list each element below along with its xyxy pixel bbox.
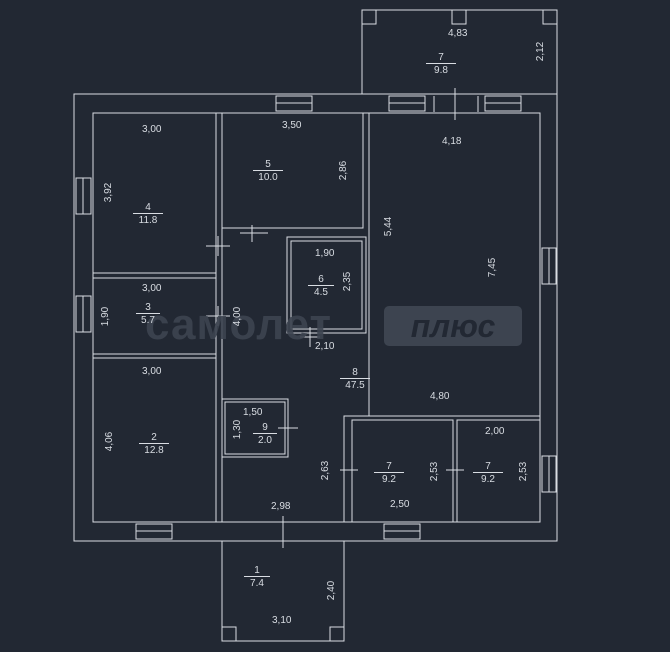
dimension-label: 2,53	[518, 461, 530, 482]
room-area: 9.2	[374, 472, 404, 485]
porch-post	[221, 626, 237, 642]
room-number: 4	[145, 202, 151, 213]
dimension-label: 3,00	[142, 366, 162, 377]
dimension-label: 2,35	[342, 271, 354, 292]
dimension-label: 2,50	[390, 499, 410, 510]
dimension-label: 4,80	[430, 391, 450, 402]
room-area: 11.8	[133, 213, 163, 226]
room-number: 7	[438, 52, 444, 63]
room-area: 10.0	[253, 170, 283, 183]
dimension-label: 4,00	[232, 306, 244, 327]
dimension-label: 1,90	[315, 248, 335, 259]
room-area: 12.8	[139, 443, 169, 456]
dimension-label: 1,90	[100, 306, 112, 327]
dimension-label: 3,92	[103, 182, 115, 203]
outer-wall-outer	[73, 93, 558, 542]
room-8-label: 8 47.5	[340, 367, 370, 391]
dimension-label: 3,00	[142, 124, 162, 135]
room-7b-label: 7 9.2	[374, 461, 404, 485]
terrace-top-outline	[361, 9, 558, 94]
porch-post	[329, 626, 345, 642]
dimension-label: 2,86	[338, 160, 350, 181]
room-area: 4.5	[308, 285, 334, 298]
room-number: 5	[265, 159, 271, 170]
dimension-label: 2,63	[320, 460, 332, 481]
dimension-label: 1,30	[232, 419, 244, 440]
dimension-label: 2,10	[315, 341, 335, 352]
porch-outline	[221, 541, 345, 642]
dimension-label: 2,98	[271, 501, 291, 512]
room-6-outline	[286, 236, 367, 334]
room-7a-label: 7 9.8	[426, 52, 456, 76]
dimension-label: 1,50	[243, 407, 263, 418]
hall-left-wall	[221, 228, 344, 523]
room-area: 7.4	[244, 576, 270, 589]
room-7c-label: 7 9.2	[473, 461, 503, 485]
room-number: 8	[352, 367, 358, 378]
room-6-label: 6 4.5	[308, 274, 334, 298]
room-4-label: 4 11.8	[133, 202, 163, 226]
room-7c-outline	[456, 419, 541, 523]
room-9-label: 9 2.0	[253, 422, 277, 446]
room-7-block-outline	[343, 415, 540, 522]
dimension-label: 5,44	[383, 216, 395, 237]
dimension-label: 2,53	[429, 461, 441, 482]
room-number: 9	[262, 422, 268, 433]
room-number: 6	[318, 274, 324, 285]
room-area: 2.0	[253, 433, 277, 446]
room-number: 7	[485, 461, 491, 472]
dimension-label: 3,00	[142, 283, 162, 294]
room-area: 9.8	[426, 63, 456, 76]
room-number: 1	[254, 565, 260, 576]
room-2-label: 2 12.8	[139, 432, 169, 456]
dimension-label: 3,10	[272, 615, 292, 626]
room-number: 2	[151, 432, 157, 443]
room-5-label: 5 10.0	[253, 159, 283, 183]
room-7b-outline	[351, 419, 454, 523]
terrace-top-post	[361, 9, 377, 25]
dimension-label: 2,00	[485, 426, 505, 437]
terrace-top-post	[451, 9, 467, 25]
watermark-badge: плюс	[384, 306, 522, 346]
room-area: 47.5	[340, 378, 370, 391]
dimension-label: 7,45	[487, 257, 499, 278]
terrace-top-post	[542, 9, 558, 25]
room-3-label: 3 5.7	[136, 302, 160, 326]
watermark-brand: самолет	[145, 300, 333, 349]
room-area: 9.2	[473, 472, 503, 485]
dimension-label: 2,40	[326, 580, 338, 601]
dimension-label: 3,50	[282, 120, 302, 131]
dimension-label: 4,18	[442, 136, 462, 147]
room-number: 7	[386, 461, 392, 472]
room-number: 3	[145, 302, 151, 313]
room-area: 5.7	[136, 313, 160, 326]
dimension-label: 4,83	[448, 28, 468, 39]
room-6-outline-inner	[290, 240, 363, 330]
dimension-label: 2,12	[535, 41, 547, 62]
dimension-label: 4,06	[104, 431, 116, 452]
room-1-label: 1 7.4	[244, 565, 270, 589]
